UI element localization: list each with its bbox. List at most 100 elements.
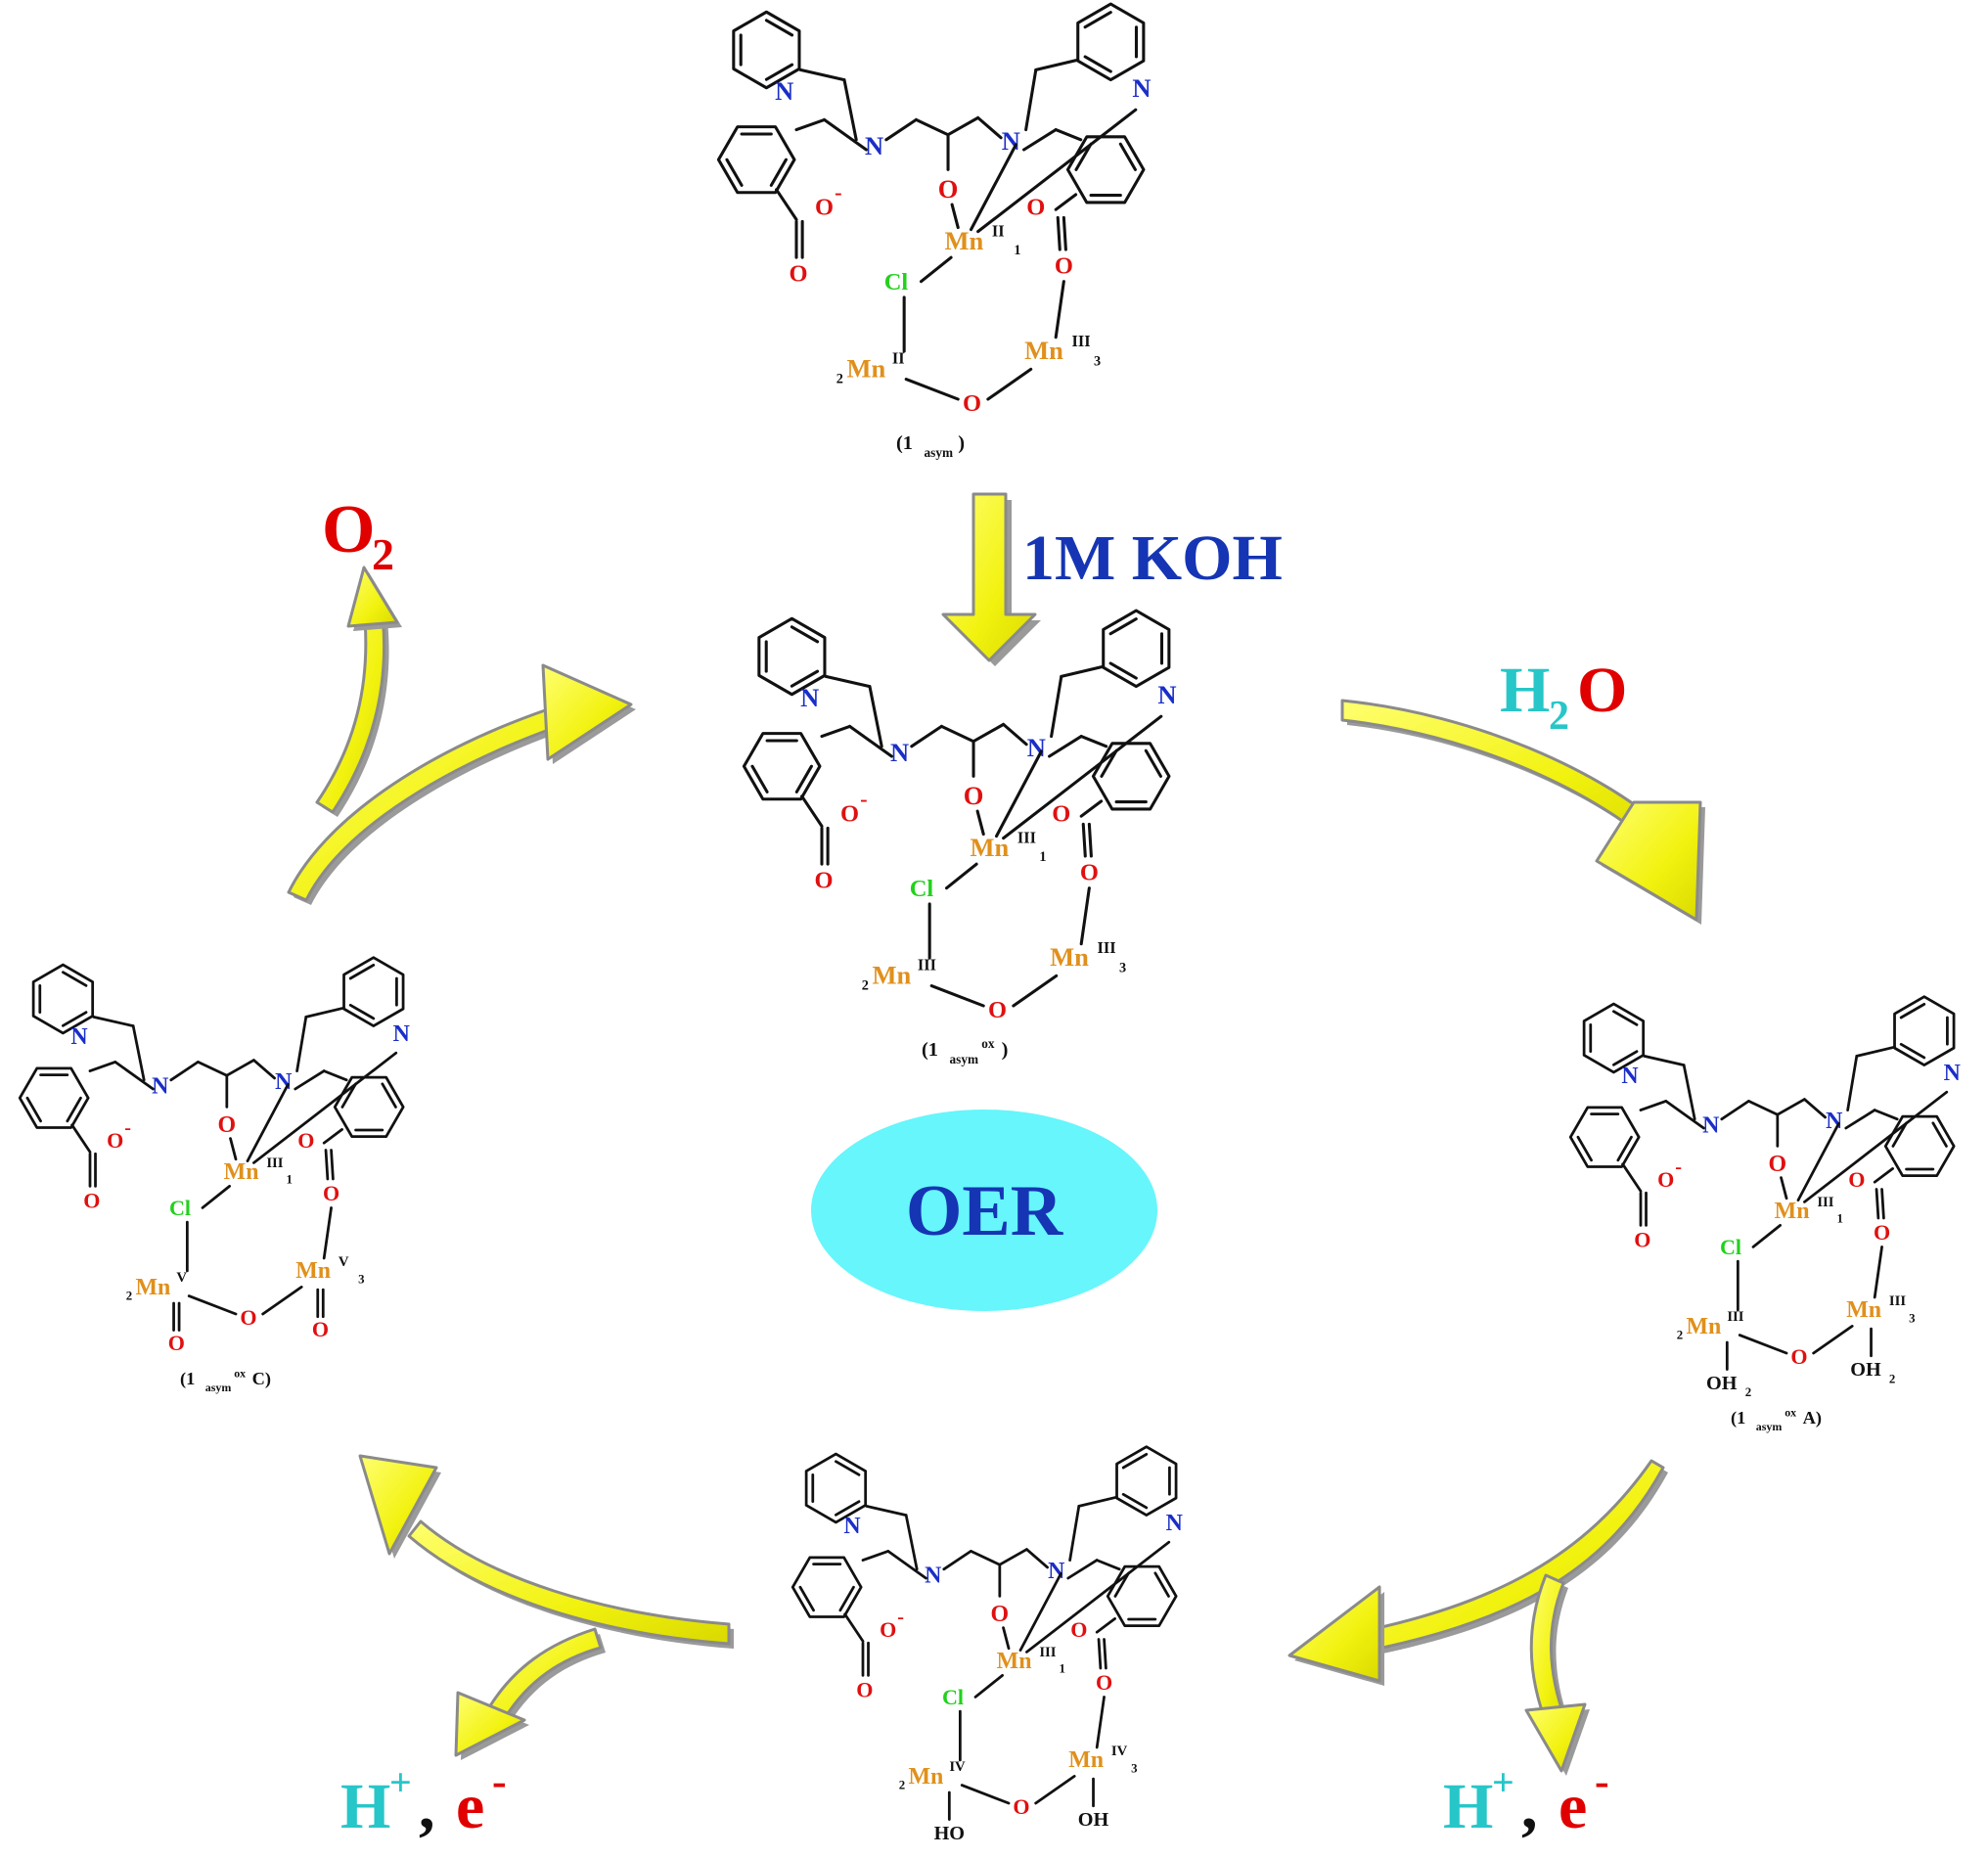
double-bond — [835, 1460, 861, 1476]
bond — [800, 794, 824, 828]
mn3-oxidation-state: III — [1098, 938, 1116, 957]
bond — [976, 115, 1003, 140]
bond — [1002, 714, 1163, 840]
carbonyl-oxygen: O — [83, 1188, 100, 1212]
double-bond — [1576, 1135, 1593, 1162]
mn1-index: 1 — [1837, 1212, 1843, 1226]
aromatic-ring — [1115, 1445, 1178, 1517]
bond — [986, 367, 1033, 401]
compound-label-main: (1 — [922, 1039, 938, 1061]
bond — [969, 143, 1017, 232]
compound-label-tail: A) — [1803, 1408, 1822, 1428]
electron-e: e — [1559, 1771, 1587, 1842]
double-bond — [725, 158, 744, 187]
mn3-index: 3 — [358, 1273, 364, 1287]
water-arrow-head — [1595, 800, 1702, 922]
compound-label-tail: C) — [252, 1369, 271, 1389]
mn3-label: Mn — [1068, 1747, 1104, 1773]
aromatic-ring — [333, 1075, 405, 1139]
mu-oxo-oxygen: O — [963, 390, 981, 417]
mu-oxo-oxygen: O — [988, 997, 1007, 1023]
bond — [1062, 215, 1067, 251]
water-subscript: 2 — [1549, 694, 1569, 739]
mu-oxo-oxygen: O — [240, 1305, 256, 1330]
bond — [1844, 1109, 1876, 1130]
bond — [942, 1550, 972, 1571]
water-arrow — [1340, 699, 1705, 925]
double-bond — [1074, 142, 1093, 171]
double-bond — [62, 1011, 88, 1027]
double-bond — [1891, 1121, 1908, 1148]
double-bond — [1121, 1452, 1149, 1470]
nitrogen-label: N — [1621, 1064, 1638, 1089]
arrow-to-C — [358, 1454, 734, 1649]
bond — [1025, 1540, 1171, 1654]
bridging-oxygen: O — [1096, 1670, 1112, 1695]
nitrogen-label: N — [775, 76, 793, 106]
double-bond — [1100, 748, 1118, 778]
bond — [910, 724, 943, 748]
bond — [1095, 1696, 1106, 1749]
bond — [884, 117, 918, 142]
bond — [1050, 674, 1063, 739]
proton-plus: + — [1492, 1760, 1514, 1804]
alkoxide-oxygen: O — [964, 781, 984, 810]
compound-label-superscript: ox — [1007, 1855, 1018, 1858]
bond — [252, 1051, 398, 1164]
carbonyl-oxygen: O — [790, 261, 808, 288]
bond — [861, 1550, 890, 1562]
aromatic-ring — [757, 616, 827, 697]
mn1-oxidation-state: III — [1017, 829, 1036, 847]
double-bond — [381, 1082, 397, 1109]
bond — [294, 1069, 326, 1091]
bridging-oxygen: O — [323, 1181, 339, 1205]
complex-bottom: NNNNOO-OOOMnIII1ClMn2IVMnIV3OHOOH(1asymo… — [791, 1445, 1183, 1858]
bond — [246, 1083, 290, 1162]
bond — [1002, 1626, 1011, 1651]
double-bond — [1108, 617, 1138, 636]
double-bond — [1083, 55, 1112, 73]
bond — [929, 984, 985, 1008]
bond — [322, 1128, 343, 1145]
carboxylate-oxygen: O — [1657, 1167, 1674, 1192]
carboxylate-oxygen: O — [107, 1128, 123, 1153]
bridging-oxygen: O — [1080, 859, 1099, 885]
mn2-oxidation-state: II — [892, 348, 905, 367]
aromatic-ring — [1582, 1002, 1646, 1074]
arrows-layer — [287, 492, 1705, 1776]
bond — [304, 1006, 345, 1019]
bond — [1079, 735, 1108, 748]
bond — [823, 117, 868, 152]
bond — [201, 1184, 231, 1209]
nitrogen-label: N — [1157, 680, 1176, 709]
bond — [1875, 1188, 1880, 1220]
compound-label-superscript: ox — [1785, 1405, 1796, 1419]
mn3-oxidation-state: III — [1889, 1293, 1906, 1309]
branch-left-proton — [454, 1627, 606, 1760]
nitrogen-label: N — [393, 1021, 410, 1047]
mn3-index: 3 — [1119, 960, 1126, 975]
double-bond — [1899, 1002, 1926, 1020]
double-bond — [1113, 1571, 1130, 1598]
bond — [1060, 664, 1106, 678]
branch-right-proton — [1524, 1573, 1590, 1776]
compound-label-main: (1 — [180, 1369, 195, 1389]
double-bond — [764, 63, 794, 81]
bond — [1002, 722, 1028, 747]
mn2-terminal-ligand: HO — [934, 1823, 965, 1844]
aromatic-ring — [1893, 995, 1956, 1066]
aromatic-ring — [742, 732, 822, 801]
compound-label-superscript: ox — [981, 1036, 995, 1051]
aromatic-ring — [31, 963, 95, 1035]
arrow-to-C-head — [358, 1454, 438, 1556]
bond — [1664, 1100, 1705, 1130]
bond — [1747, 1100, 1780, 1116]
bond — [1639, 1100, 1668, 1111]
bond — [1066, 1559, 1099, 1580]
aromatic-ring — [732, 10, 801, 90]
bond — [1024, 68, 1038, 132]
